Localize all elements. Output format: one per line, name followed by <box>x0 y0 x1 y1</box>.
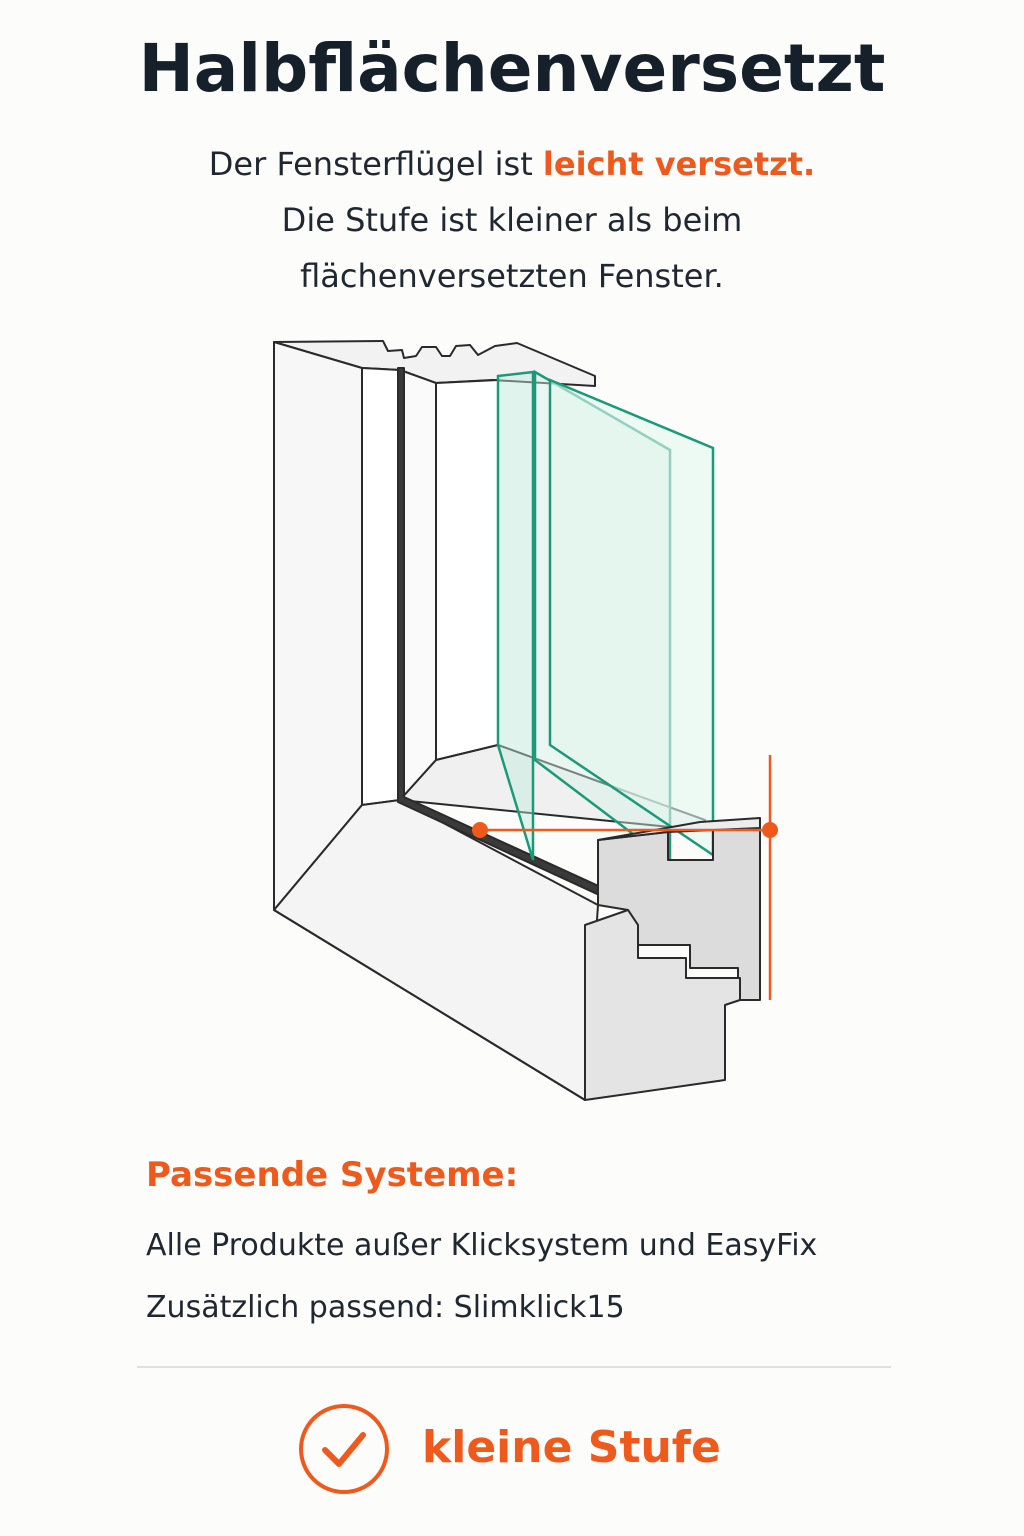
frame-inner-reveal <box>361 367 401 806</box>
sill-section <box>584 909 741 1101</box>
measure-point-left <box>472 822 488 838</box>
divider <box>137 1366 891 1368</box>
description-accent: leicht versetzt. <box>542 145 816 183</box>
sash-reveal <box>435 379 499 761</box>
description-line3: flächenversetzten Fenster. <box>300 257 724 295</box>
badge-label: kleine Stufe <box>422 1422 721 1473</box>
measure-point-right <box>762 822 778 838</box>
window-frame-illustration <box>273 340 778 1101</box>
sash-sill <box>399 744 706 831</box>
systems-heading: Passende Systeme: <box>146 1155 519 1195</box>
systems-line-2: Zusätzlich passend: Slimklick15 <box>146 1290 625 1325</box>
description: Der Fensterflügel ist leicht versetzt. D… <box>112 136 912 304</box>
glass-pane-back <box>496 370 535 861</box>
page-title: Halbflächenversetzt <box>138 30 886 107</box>
description-line2: Die Stufe ist kleiner als beim <box>281 201 743 239</box>
description-line1-prefix: Der Fensterflügel ist <box>208 145 543 183</box>
sash-frame <box>399 369 437 801</box>
systems-line-1: Alle Produkte außer Klicksystem und Easy… <box>146 1228 818 1263</box>
checkmark-circle-icon <box>299 1404 389 1494</box>
